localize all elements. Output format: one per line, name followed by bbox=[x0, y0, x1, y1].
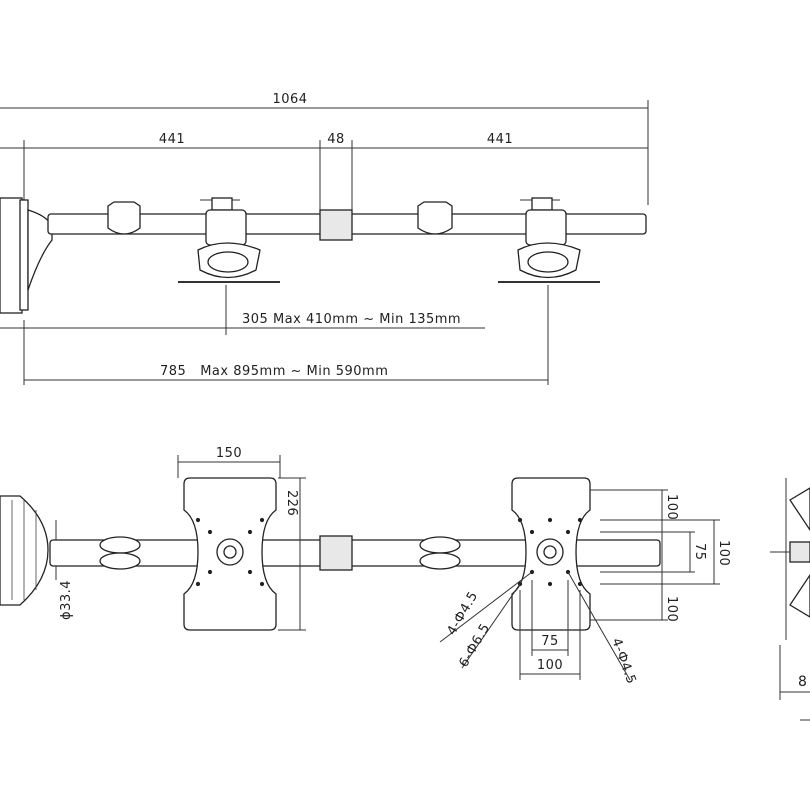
dim-441-left: 441 bbox=[159, 132, 185, 147]
dim-75-horizontal: 75 bbox=[541, 634, 559, 649]
dim-150: 150 bbox=[216, 446, 242, 461]
bar-clamp-right bbox=[417, 201, 453, 235]
dim-100-upper: 100 bbox=[664, 494, 679, 520]
leader-holes-4b bbox=[567, 571, 631, 681]
dim-48: 48 bbox=[327, 132, 345, 147]
dim-226: 226 bbox=[284, 490, 299, 516]
dim-1064: 1064 bbox=[272, 92, 307, 107]
side-bracket-lower bbox=[789, 573, 810, 618]
side-hub bbox=[789, 541, 810, 563]
dim-pole-diameter: ϕ33.4 bbox=[59, 580, 74, 620]
side-bracket-upper bbox=[789, 487, 810, 532]
vesa-plate-left bbox=[183, 477, 277, 631]
pole-clamp bbox=[0, 197, 23, 314]
dim-depth: 8 bbox=[798, 674, 807, 690]
elevation-view: 1064 441 48 441 bbox=[0, 92, 649, 385]
monitor-head-right bbox=[498, 197, 600, 283]
label-holes-4b: 4-Ф4.5 bbox=[608, 636, 638, 686]
coupler-plan bbox=[319, 535, 353, 571]
dim-785: 785 Max 895mm ~ Min 590mm bbox=[160, 364, 388, 379]
dim-75-vertical: 75 bbox=[692, 543, 707, 561]
pole-clamp-plate bbox=[19, 199, 29, 311]
dim-100-lower: 100 bbox=[664, 596, 679, 622]
center-coupler bbox=[319, 209, 353, 241]
pole-bracket bbox=[27, 209, 53, 291]
bar-clamp-left bbox=[107, 201, 141, 235]
monitor-head-left bbox=[178, 197, 280, 283]
dim-100-horizontal: 100 bbox=[537, 658, 563, 673]
dim-100-vertical: 100 bbox=[716, 540, 731, 566]
leader-holes-6 bbox=[461, 583, 521, 669]
dim-305: 305 Max 410mm ~ Min 135mm bbox=[242, 312, 461, 327]
plan-view: ϕ33.4 150 226 bbox=[0, 446, 731, 686]
side-view: 8 bbox=[770, 478, 810, 721]
leader-holes-4 bbox=[439, 571, 533, 643]
dim-441-right: 441 bbox=[487, 132, 513, 147]
